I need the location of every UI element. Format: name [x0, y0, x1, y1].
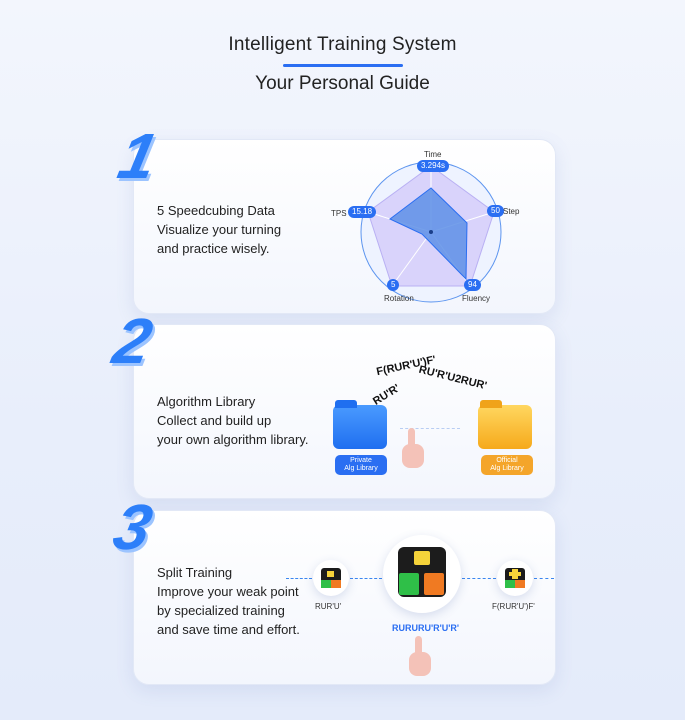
cube-label: RUR'U'	[315, 602, 342, 611]
card1-line: Visualize your turning	[157, 222, 282, 237]
private-library-label[interactable]: Private Alg Library	[335, 455, 387, 475]
radar-chart	[360, 161, 502, 303]
private-label-line2: Alg Library	[344, 465, 378, 472]
radar-label-step: Step	[503, 207, 520, 216]
page-title: Intelligent Training System	[228, 34, 457, 55]
pointing-hand-icon	[402, 428, 424, 468]
private-folder-icon[interactable]	[333, 400, 387, 449]
cube-step-button[interactable]	[497, 560, 533, 596]
private-label-line1: Private	[350, 457, 372, 464]
card2-line: Collect and build up	[157, 413, 272, 428]
radar-value-time: 3.294s	[417, 160, 450, 172]
page-subtitle: Your Personal Guide	[255, 73, 430, 94]
card1-title: 5 Speedcubing Data	[157, 203, 275, 218]
official-label-line2: Alg Library	[490, 465, 524, 472]
official-label-line1: Official	[496, 457, 518, 464]
title-underline	[282, 64, 403, 67]
radar-label-rotation: Rotation	[384, 294, 414, 303]
progress-line-right	[534, 578, 554, 579]
card3-title: Split Training	[157, 565, 233, 580]
radar-value-step: 50	[487, 205, 504, 217]
radar-value-rotation: 5	[387, 279, 400, 291]
progress-line-left	[286, 578, 312, 579]
card1-text: 5 Speedcubing Data Visualize your turnin…	[157, 201, 281, 258]
card3-line: and save time and effort.	[157, 622, 300, 637]
radar-axis	[391, 231, 432, 287]
card2-text: Algorithm Library Collect and build up y…	[157, 392, 308, 449]
radar-label-tps: TPS	[331, 209, 347, 218]
card3-text: Split Training Improve your weak point b…	[157, 563, 300, 639]
cube-icon	[321, 568, 341, 588]
feature-card-split-training	[133, 510, 556, 685]
card2-line: your own algorithm library.	[157, 432, 309, 447]
cube-current-step[interactable]	[383, 535, 461, 613]
radar-label-time: Time	[424, 150, 442, 159]
cube-icon	[505, 568, 525, 588]
official-library-label[interactable]: Official Alg Library	[481, 455, 533, 475]
progress-line-mid-left	[350, 578, 382, 579]
card1-line: and practice wisely.	[157, 241, 270, 256]
page-header: Intelligent Training System Your Persona…	[0, 34, 685, 95]
cube-step-button[interactable]	[313, 560, 349, 596]
official-folder-icon[interactable]	[478, 400, 532, 449]
radar-label-fluency: Fluency	[462, 294, 491, 303]
radar-value-shape	[389, 187, 468, 281]
cube-icon	[398, 547, 446, 597]
card3-line: by specialized training	[157, 603, 285, 618]
drag-path	[400, 428, 460, 429]
card3-line: Improve your weak point	[157, 584, 299, 599]
current-step-label: RURURU'R'U'R'	[392, 623, 460, 633]
radar-value-tps: 15.18	[348, 206, 377, 218]
cube-label: F(RUR'U')F'	[492, 602, 535, 611]
card2-title: Algorithm Library	[157, 394, 256, 409]
progress-line-mid-right	[462, 578, 496, 579]
radar-center-dot	[429, 230, 433, 234]
radar-value-fluency: 94	[464, 279, 481, 291]
pointing-hand-icon	[409, 636, 431, 676]
